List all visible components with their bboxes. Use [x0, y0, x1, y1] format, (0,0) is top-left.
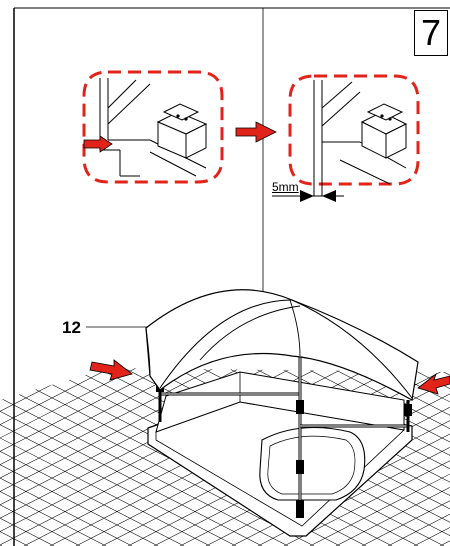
bathtub-assembly	[145, 289, 419, 537]
mounting-block-icon	[156, 103, 208, 159]
red-arrow-icon	[89, 359, 133, 381]
apron-panel	[145, 289, 419, 401]
red-arrow-icon	[235, 121, 277, 143]
step-number-box: 7	[414, 10, 448, 56]
gap-dimension-label: 5mm	[272, 180, 299, 194]
red-arrow-icon	[83, 135, 113, 153]
dimension-arrow-icon	[272, 190, 344, 202]
detail-after	[272, 74, 420, 202]
part-number-label: 12	[62, 318, 81, 337]
tub-basin	[259, 426, 366, 501]
red-arrow-icon	[417, 372, 450, 395]
mounting-block-icon	[360, 103, 408, 159]
detail-before	[82, 70, 224, 184]
step-number: 7	[420, 12, 442, 53]
